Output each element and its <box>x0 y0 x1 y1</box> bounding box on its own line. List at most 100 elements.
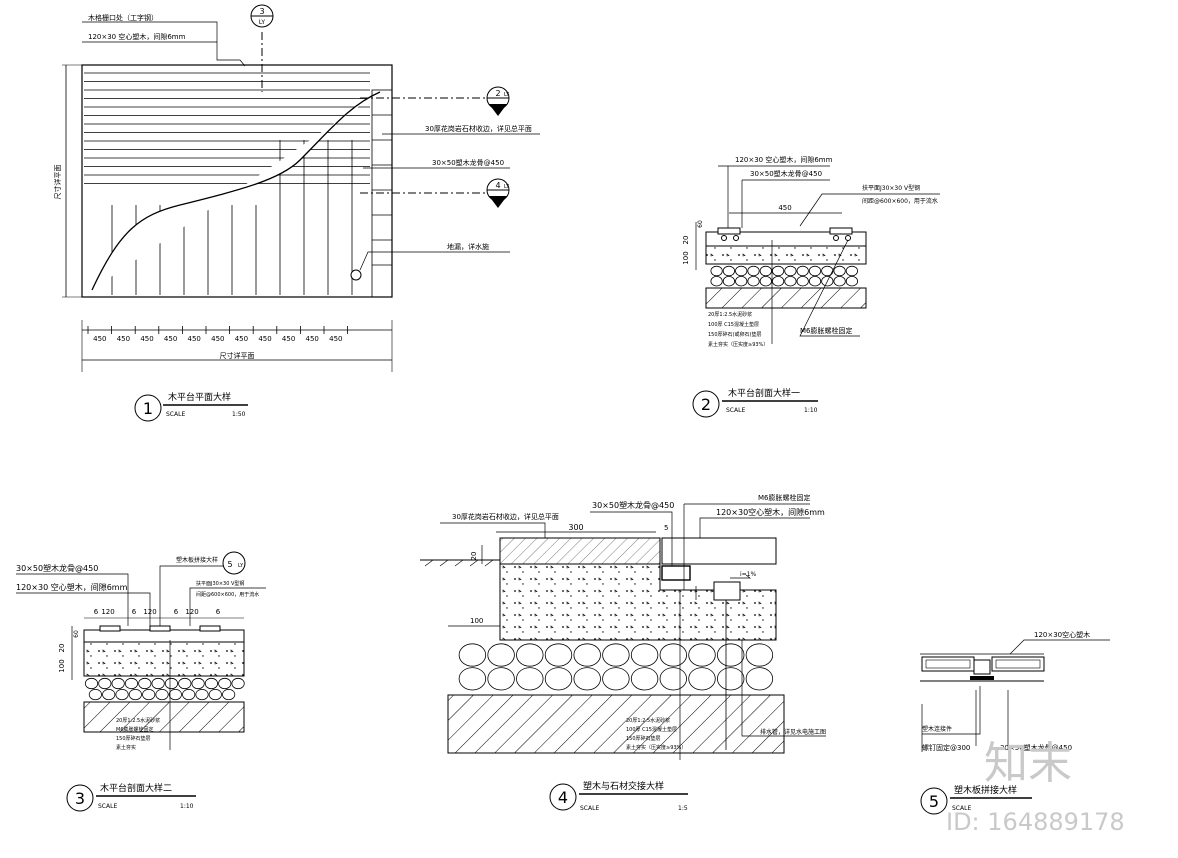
sec1-steel1: 扶平面J30×30 V型钢 <box>862 184 920 192</box>
svg-text:20厚1:2.5水泥砂浆: 20厚1:2.5水泥砂浆 <box>116 717 160 724</box>
gravel-stone <box>98 677 112 690</box>
svg-text:M6膨胀螺栓固定: M6膨胀螺栓固定 <box>758 493 811 502</box>
gravel-stone <box>544 667 573 691</box>
gravel-stone <box>735 265 748 277</box>
sec3-note-joist: 30×50塑木龙骨@450 <box>592 500 674 510</box>
svg-text:1: 1 <box>143 399 153 418</box>
svg-text:扶平面J30×30 V型钢: 扶平面J30×30 V型钢 <box>196 580 244 587</box>
watermark-id: ID: 164889178 <box>946 808 1125 836</box>
gravel-stone <box>458 667 487 691</box>
gravel-stone <box>218 677 232 690</box>
plan-dim-value: 450 <box>93 335 106 343</box>
section-detail-1: 120×30 空心塑木，间隙6mm 30×50塑木龙骨@450 扶平面J30×3… <box>682 155 940 418</box>
svg-text:SCALE: SCALE <box>952 805 971 812</box>
svg-text:螺钉固定@300: 螺钉固定@300 <box>922 743 970 752</box>
gravel-stone <box>115 688 129 701</box>
section-marker-2[interactable]: 2 LY <box>486 86 510 116</box>
gravel-stone <box>833 276 846 287</box>
gravel-stone <box>688 643 716 667</box>
svg-text:木平台平面大样: 木平台平面大样 <box>168 391 231 403</box>
gravel-stone <box>630 643 659 667</box>
sec2-dim-value: 6 <box>174 608 179 616</box>
section-marker-4[interactable]: 4 LY <box>486 178 510 208</box>
sec4-title-block: 5 塑木板拼接大样 SCALE <box>920 784 1032 815</box>
gravel-stone <box>191 677 205 690</box>
svg-text:20厚1:2.5水泥砂浆: 20厚1:2.5水泥砂浆 <box>708 311 752 318</box>
gravel-stone <box>142 688 156 701</box>
svg-text:150厚碎石(或卵石)垫层: 150厚碎石(或卵石)垫层 <box>708 331 761 338</box>
gravel-stone <box>182 688 196 701</box>
section-marker-5[interactable]: 5 LY <box>222 551 246 575</box>
svg-text:木平台剖面大样二: 木平台剖面大样二 <box>100 782 172 794</box>
section-detail-4: 120×30空心塑木 塑木连接件 螺钉固定@300 30×50塑木龙骨@450 … <box>920 630 1110 815</box>
plan-dim-value: 450 <box>164 335 177 343</box>
svg-text:间距@600×600，用于流水: 间距@600×600，用于流水 <box>196 591 259 598</box>
svg-text:LY: LY <box>504 92 510 98</box>
plan-note-joist: 30×50塑木龙骨@450 <box>432 158 504 167</box>
sec2-dim-value: 120 <box>185 608 198 616</box>
gravel-stone <box>84 677 99 690</box>
gravel-stone <box>771 265 785 277</box>
sec2-title-block: 3 木平台剖面大样二 SCALE 1:10 <box>66 782 196 812</box>
svg-text:素土夯实（压实度≥93%）: 素土夯实（压实度≥93%） <box>708 341 768 348</box>
plan-dim-total: 尺寸详平面 <box>220 351 255 360</box>
svg-text:20厚1:2.5水泥砂浆: 20厚1:2.5水泥砂浆 <box>626 717 670 724</box>
gravel-stone <box>710 276 723 287</box>
sec2-note-joist: 30×50塑木龙骨@450 <box>16 563 98 573</box>
gravel-stone <box>808 276 822 287</box>
svg-text:排水管，详见水电施工图: 排水管，详见水电施工图 <box>760 728 826 736</box>
svg-text:300: 300 <box>568 523 583 532</box>
svg-text:SCALE: SCALE <box>98 803 117 810</box>
svg-text:100厚 C15混凝土垫层: 100厚 C15混凝土垫层 <box>626 726 677 733</box>
plan-note-board: 120×30 空心塑木，间隙6mm <box>88 32 186 41</box>
watermark-brand: 知末 <box>984 738 1072 789</box>
sec1-steel2: 间距@600×600，用于流水 <box>862 197 938 205</box>
plan-dim-value: 450 <box>140 335 153 343</box>
svg-text:1:5: 1:5 <box>678 805 688 812</box>
gravel-stone <box>602 643 630 667</box>
svg-text:SCALE: SCALE <box>166 411 185 418</box>
gravel-stone <box>845 265 859 277</box>
plan-dim-value: 450 <box>188 335 201 343</box>
gravel-stone <box>124 677 139 690</box>
svg-text:150厚碎石垫层: 150厚碎石垫层 <box>116 735 151 742</box>
plan-dim-value: 450 <box>329 335 342 343</box>
svg-text:3: 3 <box>75 789 85 808</box>
svg-text:2: 2 <box>701 395 711 414</box>
svg-text:5: 5 <box>664 524 668 532</box>
svg-text:LY: LY <box>238 563 244 569</box>
gravel-stone <box>155 688 169 701</box>
svg-text:60: 60 <box>697 220 704 228</box>
svg-text:2: 2 <box>495 89 500 98</box>
svg-text:5: 5 <box>929 792 939 811</box>
gravel-stone <box>204 677 219 690</box>
gravel-stone <box>808 265 822 277</box>
plan-dim-value: 450 <box>258 335 271 343</box>
gravel-stone <box>796 276 809 287</box>
sec2-dim-value: 120 <box>101 608 114 616</box>
gravel-stone <box>745 667 774 691</box>
gravel-stone <box>747 276 760 287</box>
gravel-stone <box>487 643 515 667</box>
gravel-stone <box>735 276 748 287</box>
svg-text:100: 100 <box>470 617 483 625</box>
section-detail-2: 30×50塑木龙骨@450 120×30 空心塑木，间隙6mm 塑木板拼接大样 … <box>16 551 266 812</box>
svg-text:塑木板拼接大样: 塑木板拼接大样 <box>954 784 1017 796</box>
plan-dim-left: 尺寸详平面 <box>53 165 62 200</box>
svg-text:60: 60 <box>73 630 80 638</box>
plan-title-block: 1 木平台平面大样 SCALE 1:50 <box>134 391 248 422</box>
svg-text:塑木板拼接大样: 塑木板拼接大样 <box>176 556 218 564</box>
gravel-stone <box>222 688 236 701</box>
svg-text:塑木连接件: 塑木连接件 <box>922 725 952 733</box>
svg-text:120×30空心塑木: 120×30空心塑木 <box>1034 630 1090 639</box>
gravel-stone <box>722 265 736 277</box>
svg-text:150厚碎石垫层: 150厚碎石垫层 <box>626 735 661 742</box>
gravel-stone <box>151 677 165 690</box>
svg-text:100: 100 <box>682 251 690 264</box>
svg-text:20: 20 <box>58 644 66 653</box>
section-marker-3[interactable]: 3 LY <box>250 4 274 28</box>
plan-dim-value: 450 <box>117 335 130 343</box>
watermark: 知末 ID: 164889178 <box>946 738 1125 836</box>
gravel-stone <box>208 688 222 701</box>
